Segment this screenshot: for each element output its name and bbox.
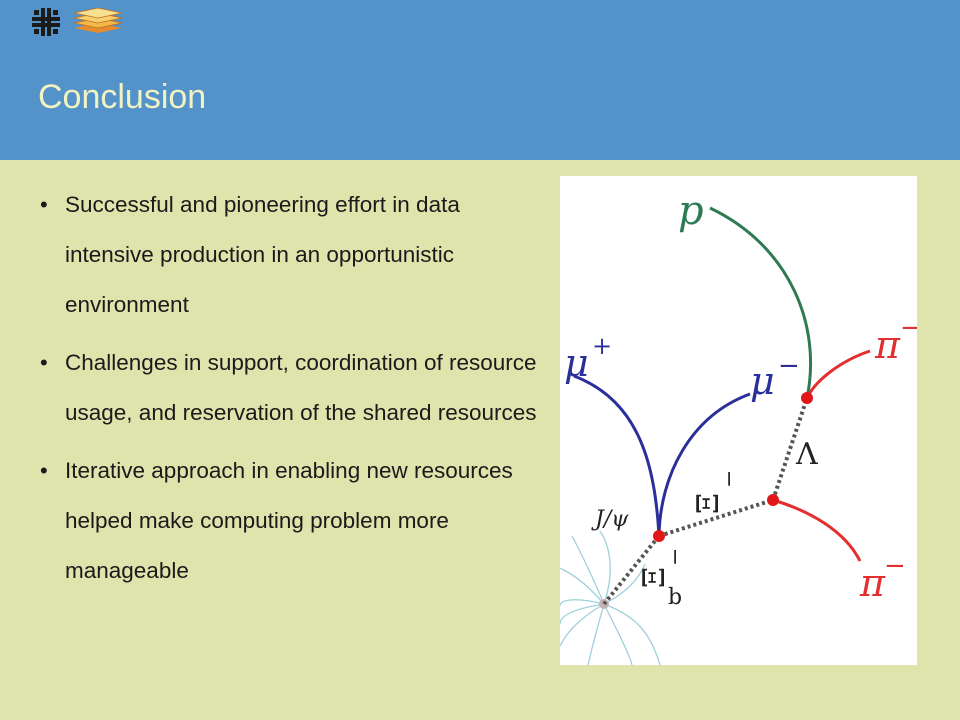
bullet-item: • Challenges in support, coordination of… <box>40 338 550 438</box>
label-xib: Ξ <box>637 567 672 588</box>
bullet-text: Iterative approach in enabling new resou… <box>65 458 513 583</box>
background-tracks <box>560 530 661 665</box>
label-proton: p <box>678 188 704 234</box>
pion-tracks <box>772 349 871 562</box>
bullet-dot-icon: • <box>40 192 48 217</box>
label-pion-bottom: π <box>859 561 886 605</box>
label-mu-minus: μ <box>750 359 775 403</box>
label-pion-bottom-sup: − <box>884 551 906 581</box>
grid-layers-logo-icon <box>73 7 123 33</box>
bullet-list: • Successful and pioneering effort in da… <box>40 180 550 604</box>
decay-vertices <box>653 392 813 542</box>
label-mu-plus: μ <box>564 341 589 385</box>
particle-decay-diagram: p μ + μ − π − π − Λ Ξ − Ξ − b J/ψ <box>560 176 917 665</box>
proton-track <box>709 206 812 399</box>
bullet-item: • Iterative approach in enabling new res… <box>40 446 550 596</box>
neutral-decay-lines <box>602 397 809 606</box>
label-jpsi: J/ψ <box>591 507 629 532</box>
label-xi: Ξ <box>691 493 726 514</box>
label-xi-sup: − <box>717 470 742 488</box>
page-title: Conclusion <box>38 78 207 116</box>
bullet-text: Successful and pioneering effort in data… <box>65 192 460 317</box>
label-xib-sup: − <box>663 548 688 566</box>
label-pion-top: π <box>874 323 901 367</box>
label-mu-plus-sup: + <box>592 332 612 360</box>
label-xib-sub: b <box>668 585 682 610</box>
slide-header: Conclusion <box>0 0 960 160</box>
bullet-dot-icon: • <box>40 458 48 483</box>
label-lambda: Λ <box>795 437 818 472</box>
label-pion-top-sup: − <box>900 313 917 343</box>
bullet-item: • Successful and pioneering effort in da… <box>40 180 550 330</box>
bullet-text: Challenges in support, coordination of r… <box>65 350 537 425</box>
bullet-dot-icon: • <box>40 350 48 375</box>
fermilab-logo-icon <box>32 8 60 36</box>
muon-tracks <box>573 374 751 537</box>
label-mu-minus-sup: − <box>778 351 800 381</box>
